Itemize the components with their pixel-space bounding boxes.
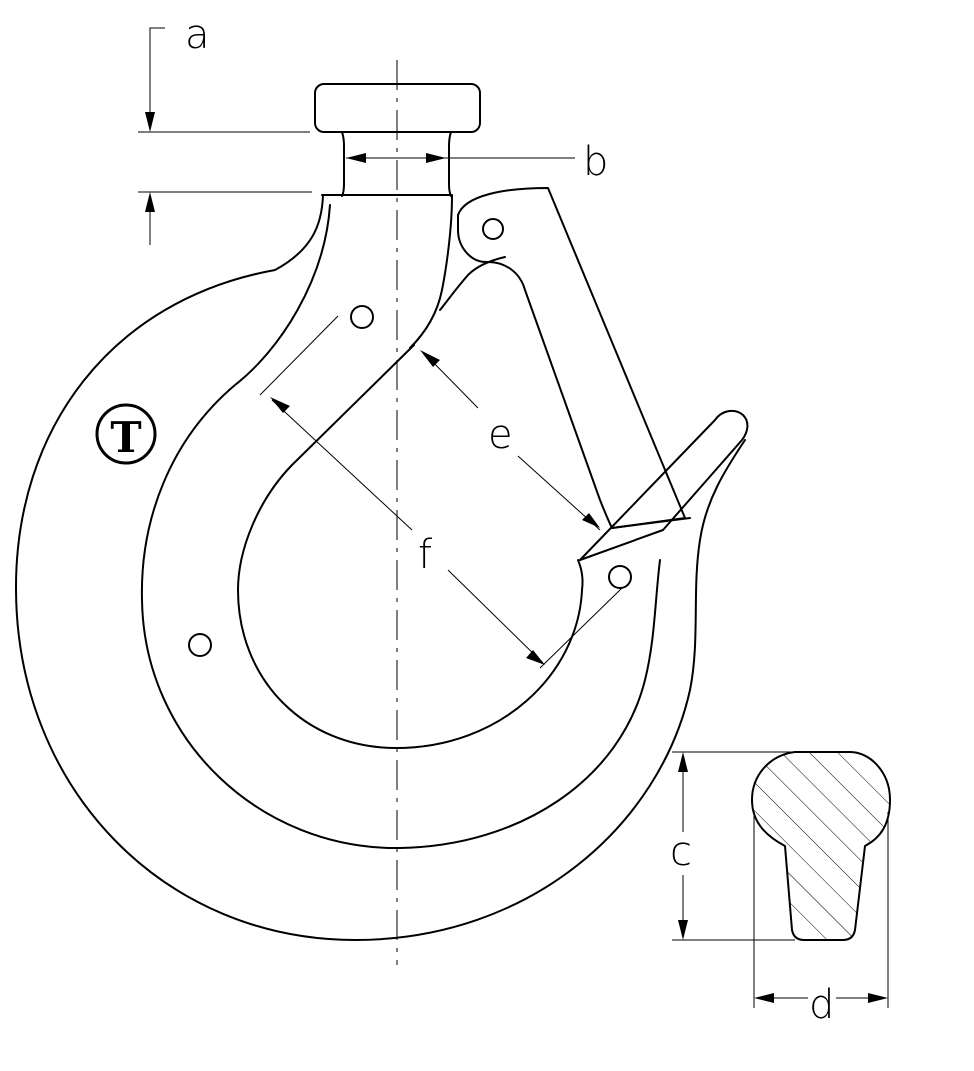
bowl-tip xyxy=(577,559,584,591)
label-d: d xyxy=(809,982,834,1028)
hook-tip xyxy=(579,409,749,561)
latch-arc xyxy=(439,256,506,311)
dimension-f: f xyxy=(259,315,623,669)
dimension-a: a xyxy=(138,12,312,245)
dimension-e: e xyxy=(420,350,601,531)
dimension-d: d xyxy=(753,812,889,1028)
manufacturer-logo: T xyxy=(95,403,157,465)
latch-pivot-pin xyxy=(482,218,504,240)
hook-inner-profile xyxy=(140,204,661,850)
rivet-hole-top xyxy=(350,305,374,329)
hook-outer-profile xyxy=(14,194,746,941)
shank-left xyxy=(341,131,345,197)
label-b: b xyxy=(583,139,608,185)
throat-line xyxy=(409,195,453,349)
safety-latch xyxy=(457,187,686,529)
hook-cross-section xyxy=(751,751,891,941)
dimension-b: b xyxy=(346,139,608,185)
dimension-c: c xyxy=(670,751,850,941)
shank-cap xyxy=(314,83,481,133)
rivet-hole-tip xyxy=(608,565,632,589)
bowl-profile xyxy=(237,344,583,749)
label-f: f xyxy=(418,532,432,578)
logo-letter: T xyxy=(110,413,141,462)
label-c: c xyxy=(670,829,692,875)
rivet-hole-bottom xyxy=(188,633,212,657)
shank-right xyxy=(448,131,452,197)
label-e: e xyxy=(488,412,513,458)
latch-closing-line xyxy=(611,517,691,529)
label-a: a xyxy=(185,12,210,58)
